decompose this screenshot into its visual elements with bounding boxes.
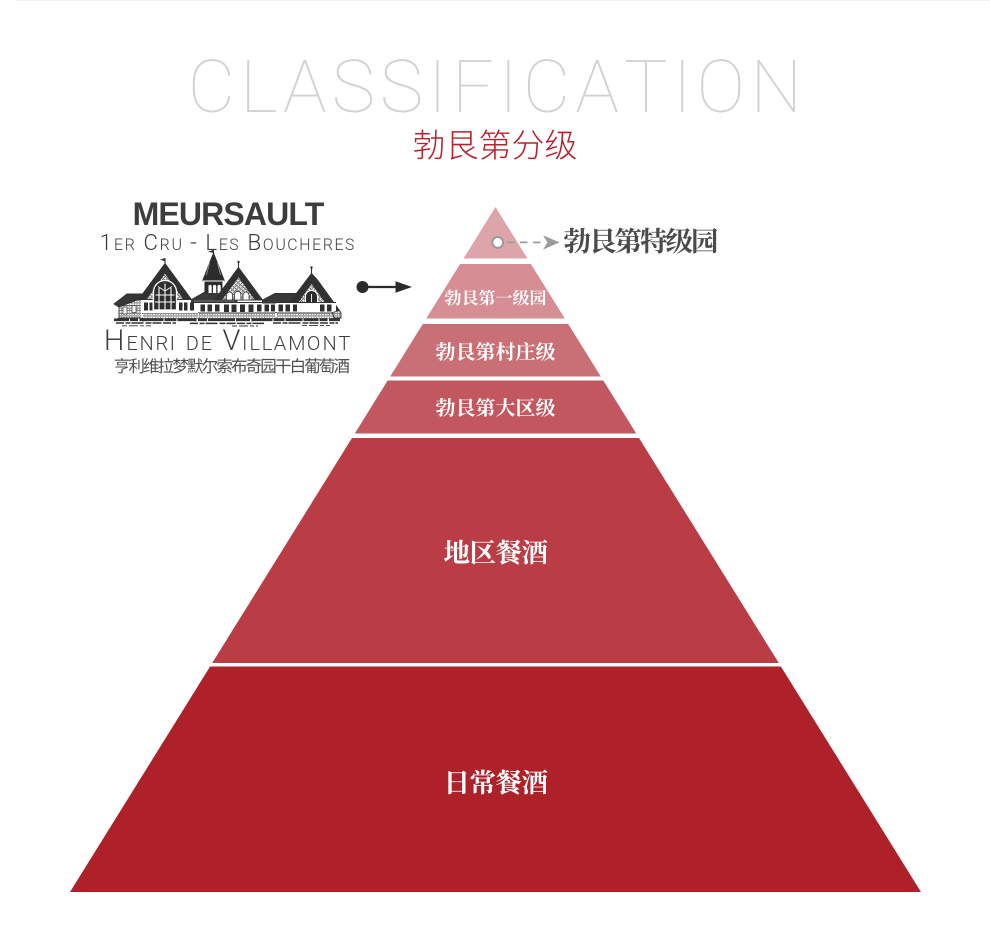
pyramid-label-premier-cru: 勃艮第一级园	[444, 284, 547, 309]
pyramid-level-vin-de-table	[70, 666, 921, 892]
arrowhead-right-icon	[543, 235, 560, 250]
pyramid-label-regional: 勃艮第大区级	[435, 392, 556, 421]
wine-cru-line: 1er Cru - Les Boucheres	[99, 230, 357, 256]
wine-name: MEURSAULT	[132, 196, 325, 232]
pyramid-level-premier-cru	[426, 264, 565, 319]
pyramid-label-vin-de-pays: 地区餐酒	[443, 530, 549, 570]
chateau-sketch-illustration	[113, 250, 342, 327]
pyramid-label-vin-de-table: 日常餐酒	[443, 760, 549, 800]
pyramid-level-village	[390, 324, 601, 377]
page-title: CLASSIFICATION	[187, 44, 808, 130]
wine-producer-chinese: 亨利维拉梦默尔索布奇园干白葡萄酒	[113, 352, 350, 377]
pyramid-label-village: 勃艮第村庄级	[435, 336, 556, 365]
top-divider	[15, 0, 990, 2]
pyramid-level-vin-de-pays	[212, 438, 779, 663]
pointer-arrowhead-icon	[395, 281, 412, 293]
pyramid-level-grand-cru	[463, 207, 528, 259]
wine-producer: Henri de Villamont	[103, 324, 353, 358]
label-pointer-arrow	[356, 281, 412, 293]
pyramid-level-regional	[354, 380, 637, 434]
pyramid-label-grand-cru: 勃艮第特级园	[563, 219, 719, 259]
grand-cru-callout-connector	[491, 235, 560, 250]
page-subtitle: 勃艮第分级	[412, 119, 578, 167]
grand-cru-dot-icon	[491, 235, 505, 249]
